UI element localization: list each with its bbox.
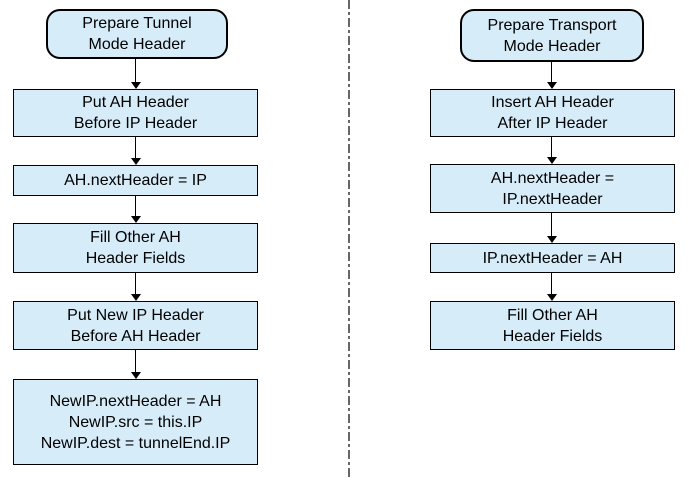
arrow-down-icon <box>547 213 557 243</box>
node-fill-other-ah-header-fields-tunnel: Fill Other AH Header Fields <box>13 223 258 273</box>
node-put-ah-header-before-ip-header: Put AH Header Before IP Header <box>13 89 258 137</box>
arrow-down-icon <box>131 350 141 379</box>
node-newip-assignments: NewIP.nextHeader = AH NewIP.src = this.I… <box>13 379 258 465</box>
arrow-down-icon <box>131 196 141 223</box>
node-prepare-tunnel-mode-header: Prepare Tunnel Mode Header <box>46 9 228 59</box>
dashed-divider <box>348 0 350 479</box>
arrow-down-icon <box>131 137 141 165</box>
arrow-down-icon <box>131 273 141 301</box>
arrow-down-icon <box>547 273 557 301</box>
arrow-down-icon <box>131 59 141 89</box>
node-fill-other-ah-header-fields-transport: Fill Other AH Header Fields <box>430 301 675 350</box>
arrow-down-icon <box>547 62 557 89</box>
node-ah-nextheader-equals-ip-nextheader: AH.nextHeader = IP.nextHeader <box>430 164 675 213</box>
node-ip-nextheader-equals-ah: IP.nextHeader = AH <box>430 243 675 273</box>
node-ah-nextheader-equals-ip: AH.nextHeader = IP <box>13 165 258 196</box>
node-prepare-transport-mode-header: Prepare Transport Mode Header <box>460 9 644 62</box>
node-insert-ah-header-after-ip-header: Insert AH Header After IP Header <box>430 89 675 137</box>
arrow-down-icon <box>547 137 557 164</box>
node-put-new-ip-header-before-ah-header: Put New IP Header Before AH Header <box>13 301 258 350</box>
